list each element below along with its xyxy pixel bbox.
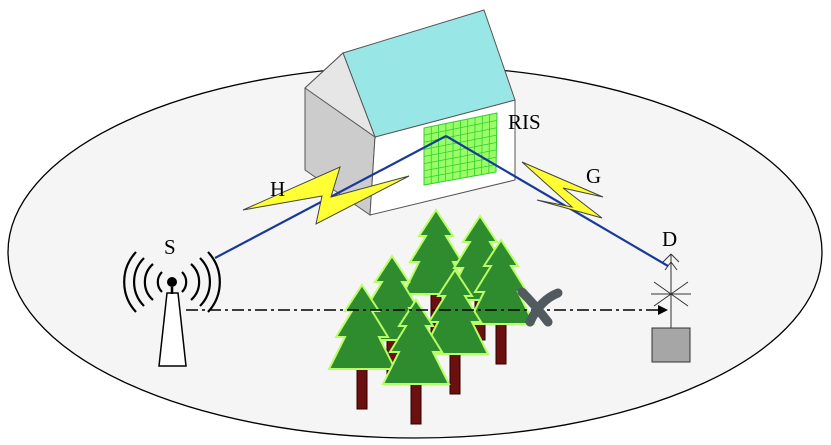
label-ris: RIS: [508, 110, 541, 134]
direct-link-arrowhead: [658, 305, 668, 315]
label-source: S: [164, 235, 176, 259]
tree-icon: [420, 268, 490, 395]
lightning-g: [521, 161, 604, 219]
forest: [327, 208, 536, 425]
house-icon: [304, 9, 516, 216]
ris-grid-line: [423, 119, 497, 136]
tree-icon: [466, 238, 536, 365]
label-destination: D: [662, 227, 677, 251]
antenna-icon: [651, 253, 691, 363]
tree-icon: [381, 298, 451, 425]
blocked-x-icon: [517, 287, 563, 327]
label-g: G: [586, 164, 601, 188]
lightning-h: [242, 166, 410, 225]
ris-grid-line: [423, 149, 497, 165]
radio-tower-icon: [123, 251, 221, 367]
beam-ris-to-destination: [445, 135, 669, 267]
ris-grid-line: [423, 142, 497, 157]
tree-icon: [327, 283, 397, 410]
label-h: H: [270, 177, 285, 201]
ris-grid-line: [423, 134, 497, 150]
ris-grid-line: [423, 164, 497, 179]
ris-grid-line: [423, 127, 497, 143]
